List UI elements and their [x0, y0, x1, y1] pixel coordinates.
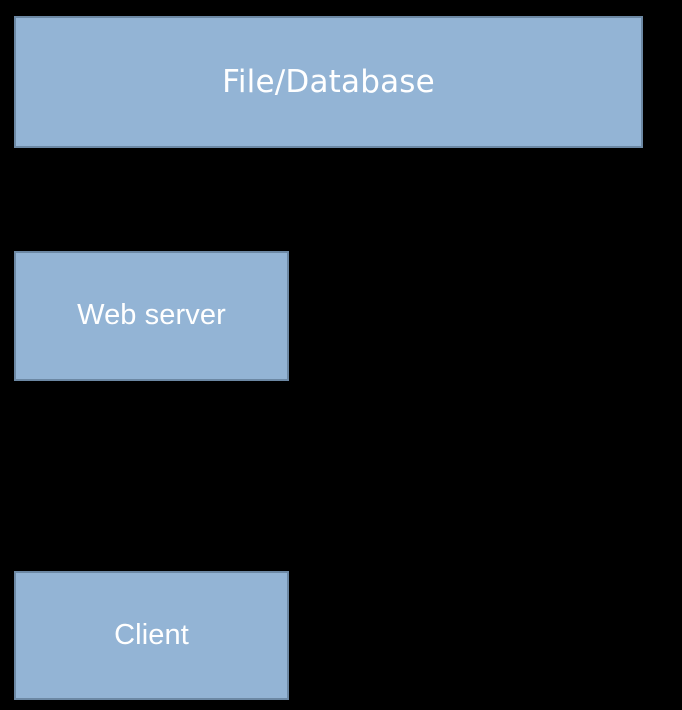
node-client[interactable]: Client — [14, 571, 289, 700]
node-web-server[interactable]: Web server — [14, 251, 289, 381]
node-file-database-label: File/Database — [222, 63, 435, 100]
node-client-label: Client — [114, 618, 189, 651]
node-file-database[interactable]: File/Database — [14, 16, 643, 148]
node-web-server-label: Web server — [77, 299, 226, 332]
